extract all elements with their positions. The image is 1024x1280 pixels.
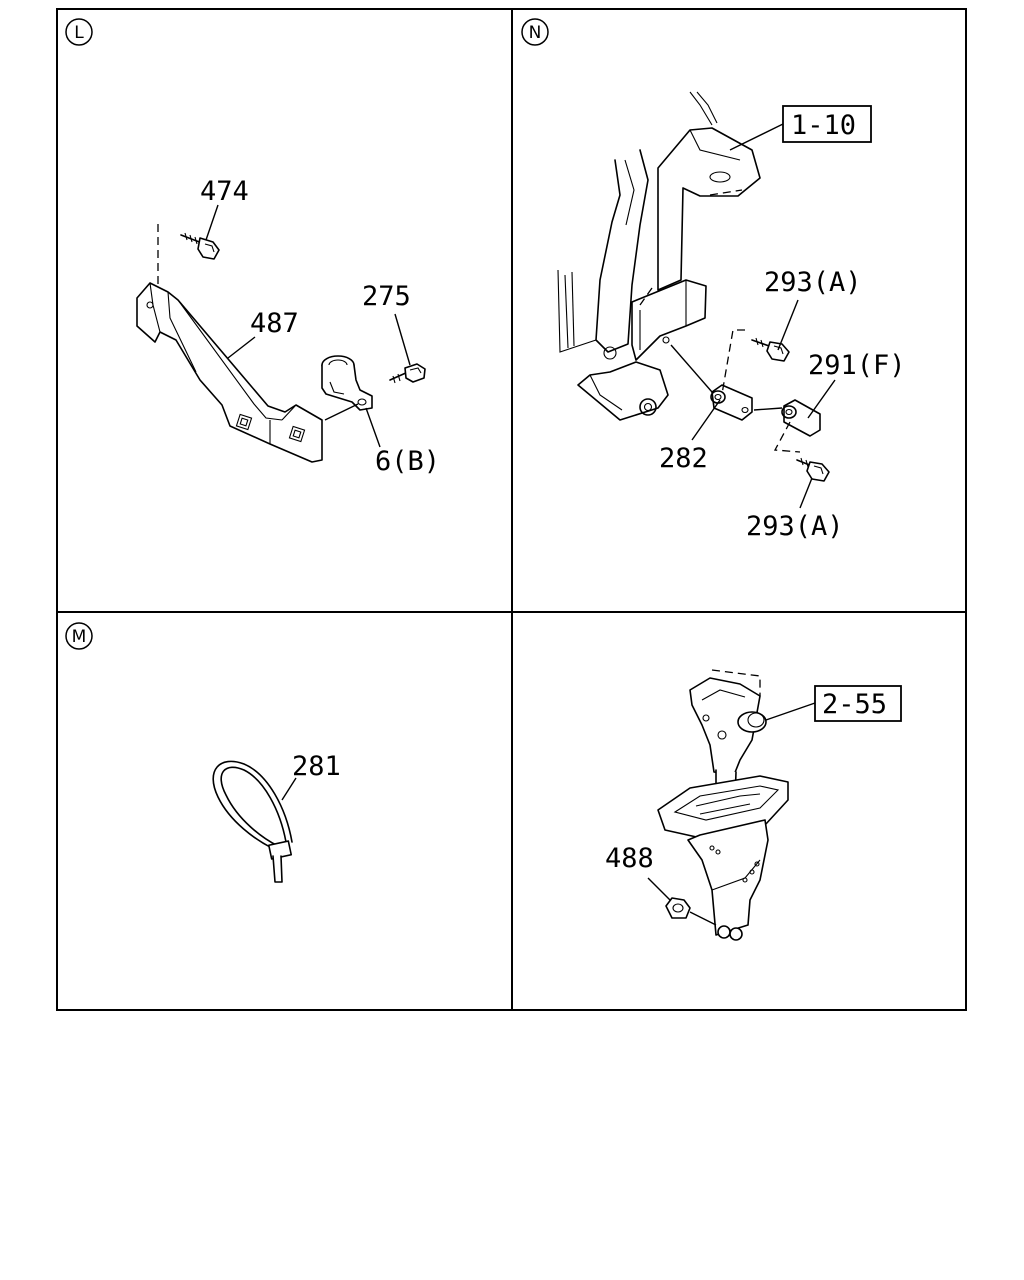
callout-293a-top: 293(A) <box>764 267 862 298</box>
nut-488-icon <box>665 897 717 926</box>
callout-1-10: 1-10 <box>791 110 856 141</box>
callout-487: 487 <box>250 308 299 339</box>
panel-n-badge: N <box>521 18 549 46</box>
callout-2-55: 2-55 <box>822 689 887 720</box>
clamp-6b-icon <box>321 355 373 421</box>
cable-tie-281-icon <box>212 760 293 883</box>
frame-structure-icon <box>557 91 761 421</box>
panel-l-badge: L <box>65 18 93 46</box>
panel-m-letter: M <box>72 627 87 647</box>
ref-1-10-box[interactable]: 1-10 <box>782 105 872 143</box>
pad-291f-icon <box>781 399 821 437</box>
callout-6b: 6(B) <box>375 446 440 477</box>
callout-282: 282 <box>659 443 708 474</box>
bolt-293a-top-icon <box>751 337 790 362</box>
shift-lever-icon <box>657 669 789 941</box>
callout-291f: 291(F) <box>808 350 906 381</box>
diagram-frame <box>56 8 967 1011</box>
callout-474: 474 <box>200 176 249 207</box>
callout-275: 275 <box>362 281 411 312</box>
panel-m-badge: M <box>65 622 93 650</box>
bracket-487-icon <box>136 282 323 463</box>
plate-282-icon <box>670 344 783 421</box>
bolt-275-icon <box>389 363 426 384</box>
callout-281: 281 <box>292 751 341 782</box>
panel-l: L <box>65 18 440 477</box>
panel-n-letter: N <box>529 23 542 43</box>
callout-293a-bottom: 293(A) <box>746 511 844 542</box>
bolt-474-icon <box>180 232 220 260</box>
panel-p: 2-55 488 <box>605 669 902 941</box>
panel-m: M 281 <box>65 622 341 883</box>
ref-2-55-box[interactable]: 2-55 <box>814 685 902 722</box>
callout-488: 488 <box>605 843 654 874</box>
panel-l-letter: L <box>74 23 84 43</box>
panel-n: N <box>521 18 906 542</box>
bolt-293a-bottom-icon <box>796 457 830 482</box>
